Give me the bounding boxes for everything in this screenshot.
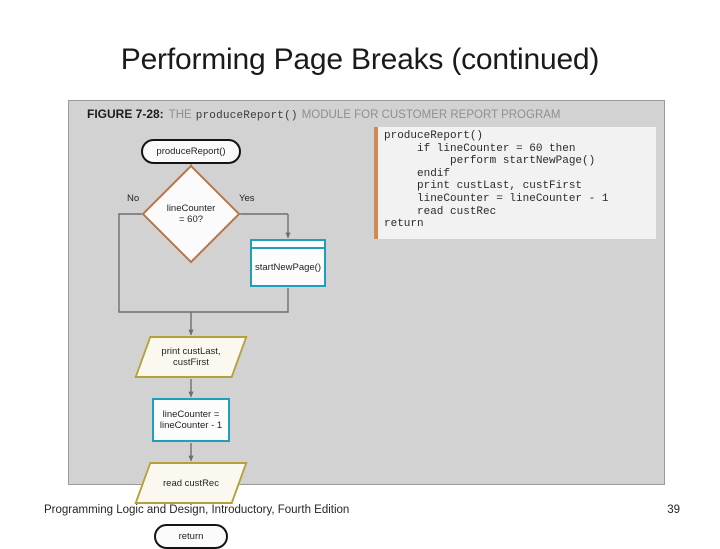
footer-source: Programming Logic and Design, Introducto…: [44, 504, 350, 516]
module-header-bar: [252, 241, 324, 249]
module-label: startNewPage(): [255, 262, 321, 273]
diamond-label-line2: = 60?: [178, 214, 204, 225]
flowchart-process-linecounter: lineCounter = lineCounter - 1: [152, 398, 230, 442]
diamond-label: lineCounter = 60?: [156, 179, 226, 249]
figure-caption-lead: THE: [168, 109, 192, 121]
print-label-line2: custFirst: [173, 357, 209, 368]
parallelogram-label: print custLast, custFirst: [142, 336, 240, 378]
flowchart-input-read: read custRec: [134, 462, 248, 504]
process-label-line2: lineCounter - 1: [159, 420, 223, 431]
flowchart: produceReport() lineCounter = 60? No Yes…: [69, 101, 666, 549]
code-panel: produceReport() if lineCounter = 60 then…: [374, 127, 656, 239]
read-label: read custRec: [163, 477, 219, 489]
diamond-label-line1: lineCounter: [166, 203, 216, 214]
edge-label-yes: Yes: [239, 193, 255, 204]
edge-label-no: No: [127, 193, 140, 204]
flowchart-output-print: print custLast, custFirst: [134, 336, 248, 378]
figure-caption-rest: MODULE FOR CUSTOMER REPORT PROGRAM: [301, 109, 561, 121]
flowchart-end-terminal: return: [154, 524, 228, 549]
page-title: Performing Page Breaks (continued): [120, 43, 600, 76]
process-label-line1: lineCounter =: [162, 409, 220, 420]
parallelogram-label-read: read custRec: [142, 462, 240, 504]
print-label-line1: print custLast,: [161, 346, 221, 357]
flowchart-decision-diamond: lineCounter = 60?: [141, 164, 241, 264]
footer-page-number: 39: [667, 504, 680, 516]
figure-caption-number: FIGURE 7-28:: [87, 107, 164, 121]
code-text: produceReport() if lineCounter = 60 then…: [384, 130, 609, 231]
flowchart-start-terminal: produceReport(): [141, 139, 241, 164]
figure-caption-code: produceReport(): [195, 110, 298, 122]
flowchart-module-startnewpage: startNewPage(): [250, 239, 326, 287]
